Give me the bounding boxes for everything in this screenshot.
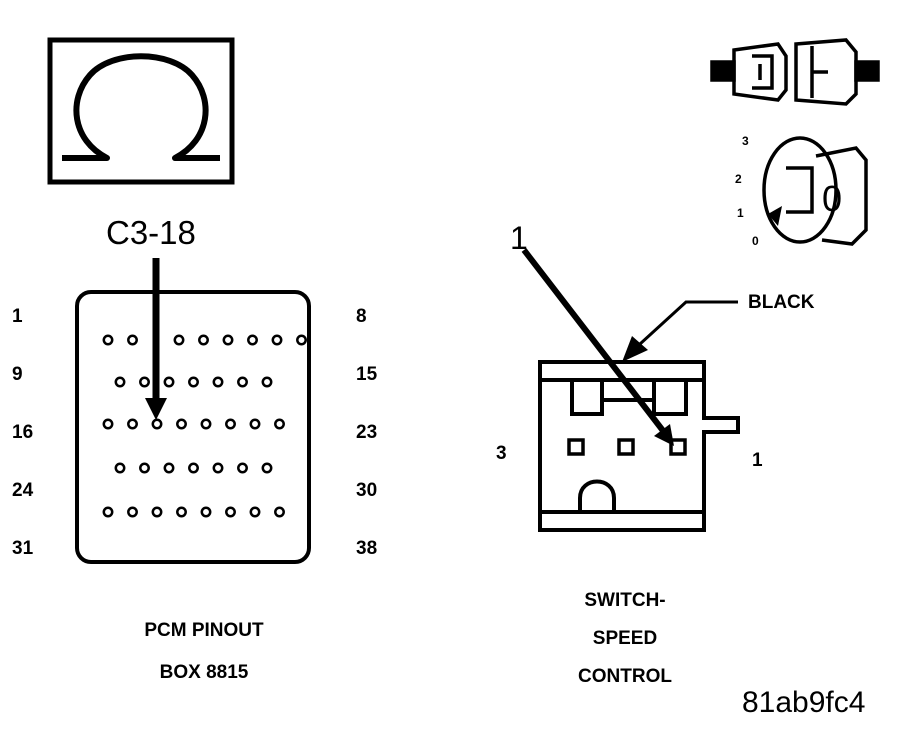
- pcm-pin: [225, 418, 236, 430]
- pcm-pin: [237, 376, 248, 388]
- switch-caption-line-1: SWITCH-: [584, 590, 666, 611]
- pcm-pin: [222, 334, 234, 346]
- pcm-caption-line-1: PCM PINOUT: [144, 620, 264, 641]
- wire-color-label: BLACK: [748, 292, 815, 313]
- pcm-pin: [247, 334, 258, 346]
- pcm-connector-body: [75, 290, 311, 564]
- ignition-position-3: 3: [742, 134, 749, 148]
- pcm-pin: [114, 376, 126, 388]
- pcm-pin: [261, 462, 273, 474]
- pcm-pin: [198, 334, 209, 346]
- switch-terminals: [567, 438, 687, 456]
- pcm-pin: [151, 418, 163, 430]
- pcm-pin: [176, 506, 187, 518]
- pcm-pin: [127, 334, 138, 346]
- pcm-row-label-right-2: 15: [356, 364, 378, 385]
- pcm-pin: [151, 506, 163, 518]
- pcm-pin: [237, 462, 248, 474]
- pcm-row-label-left-5: 31: [12, 538, 34, 559]
- switch-pin-callout: 1: [510, 220, 528, 256]
- pcm-pin: [188, 462, 199, 474]
- ignition-position-0: 0: [752, 234, 759, 248]
- pcm-row-label-right-4: 30: [356, 480, 378, 501]
- pcm-pin-grid: [102, 334, 307, 518]
- pcm-row-label-right-1: 8: [356, 306, 367, 327]
- pcm-pin: [225, 506, 236, 518]
- ignition-position-1: 1: [737, 206, 744, 220]
- pcm-row-label-left-1: 1: [12, 306, 23, 327]
- disconnected-connector-icon: [710, 38, 880, 106]
- pcm-pin: [274, 506, 285, 518]
- pcm-pin: [114, 462, 126, 474]
- pcm-pin: [249, 506, 261, 518]
- ignition-key-glyph: 0: [822, 178, 843, 219]
- pcm-pin: [188, 376, 199, 388]
- pcm-probe-arrow: [145, 258, 167, 420]
- pcm-pin: [176, 418, 187, 430]
- pcm-pin: [163, 462, 175, 474]
- switch-caption-line-3: CONTROL: [578, 666, 672, 687]
- pcm-pin: [163, 376, 175, 388]
- ohmmeter-icon: [47, 37, 235, 185]
- pcm-pin: [296, 334, 307, 346]
- pcm-pin: [200, 506, 212, 518]
- pcm-pin: [173, 334, 185, 346]
- pcm-row-label-right-5: 38: [356, 538, 378, 559]
- pcm-caption-line-2: BOX 8815: [159, 662, 249, 683]
- ignition-key-icon: [762, 136, 868, 246]
- pcm-row-label-right-3: 23: [356, 422, 378, 443]
- figure-id: 81ab9fc4: [742, 686, 866, 719]
- switch-pin-left-label: 3: [496, 443, 507, 464]
- pcm-pin: [127, 418, 138, 430]
- pcm-pin: [271, 334, 283, 346]
- pcm-pin: [139, 376, 150, 388]
- pcm-pin: [139, 462, 150, 474]
- pcm-pin: [212, 376, 224, 388]
- pcm-pin: [212, 462, 224, 474]
- pcm-pin-callout: C3-18: [106, 214, 196, 251]
- speed-control-connector: [538, 360, 740, 532]
- black-wire-leader: [622, 300, 738, 362]
- switch-pin-right-label: 1: [752, 450, 763, 471]
- ignition-position-2: 2: [735, 172, 742, 186]
- pcm-row-label-left-4: 24: [12, 480, 34, 501]
- pcm-pin: [261, 376, 273, 388]
- pcm-row-label-left-2: 9: [12, 364, 23, 385]
- pcm-pin: [102, 334, 114, 346]
- pcm-pin: [200, 418, 212, 430]
- pcm-pin: [127, 506, 138, 518]
- pcm-pin: [102, 418, 114, 430]
- pcm-pin: [102, 506, 114, 518]
- switch-probe-arrow: [521, 248, 674, 446]
- pcm-row-label-left-3: 16: [12, 422, 34, 443]
- switch-caption-line-2: SPEED: [592, 628, 658, 649]
- pcm-pin: [249, 418, 261, 430]
- pcm-pin: [274, 418, 285, 430]
